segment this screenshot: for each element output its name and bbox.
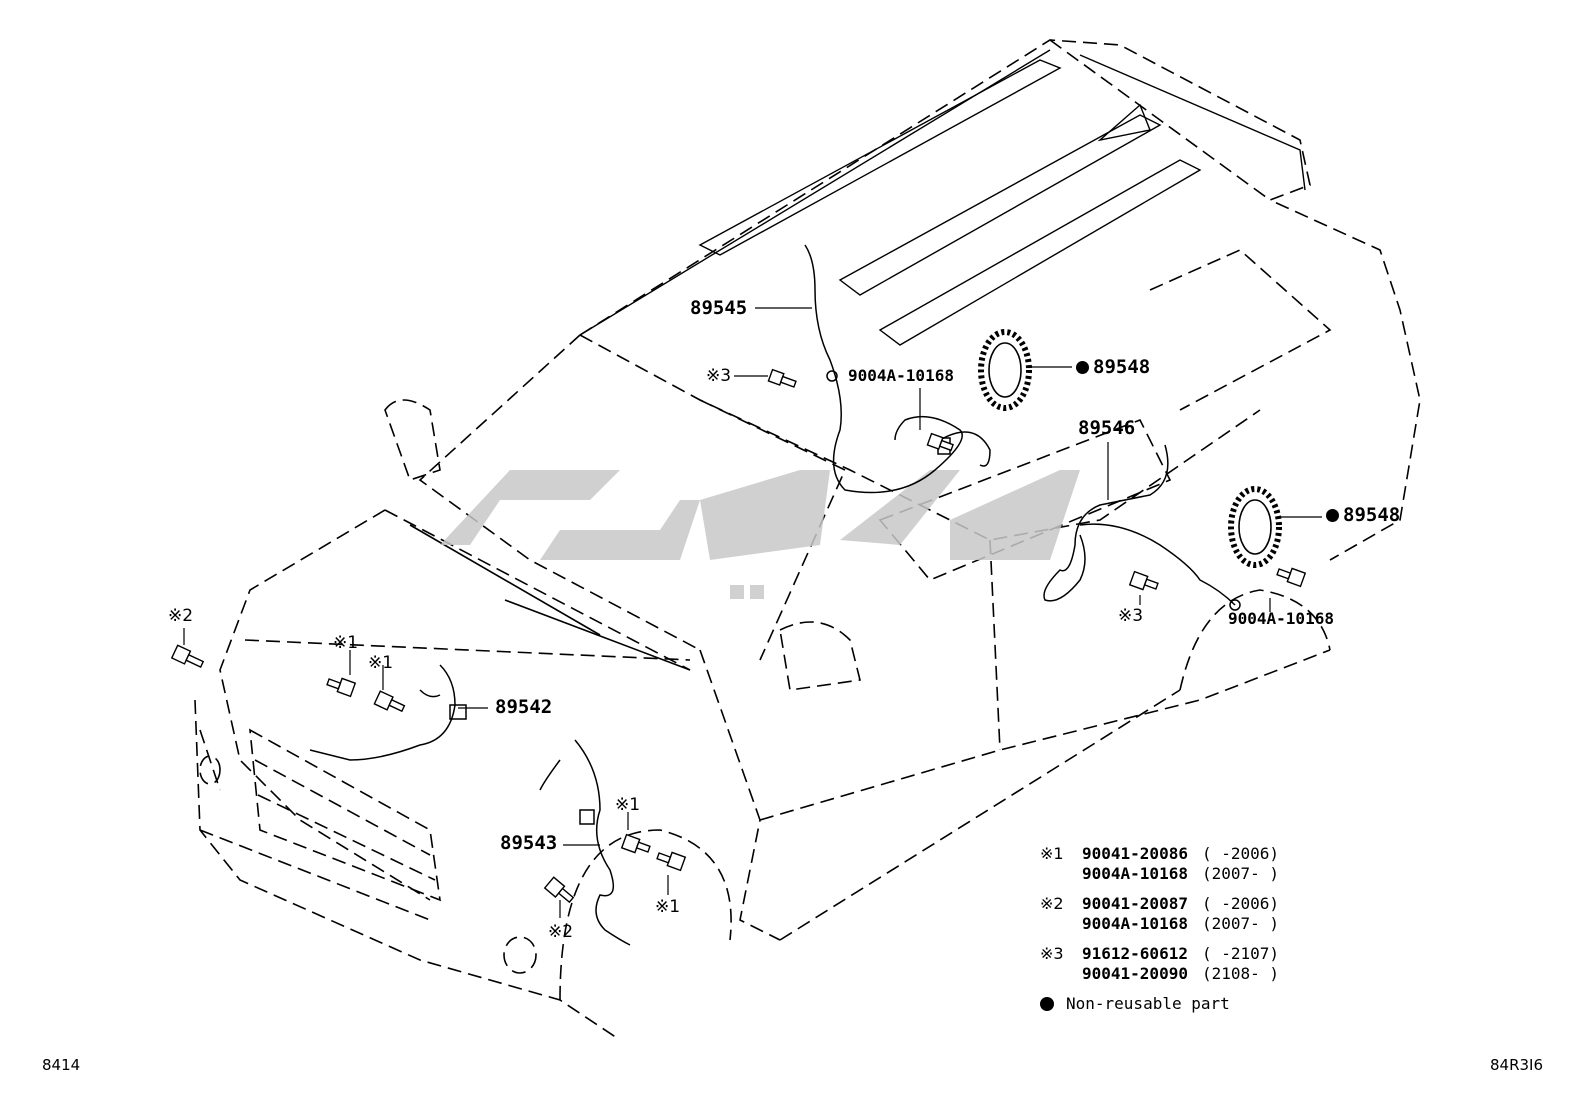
legend-key: ※1	[1040, 844, 1064, 863]
bolts	[170, 368, 1307, 904]
part-legend: ※1 90041-20086 ( -2006) 9004A-10168 (200…	[1040, 844, 1302, 1014]
illustration-code-left: 8414	[42, 1056, 81, 1074]
part-label-89548-top: 89548	[1076, 356, 1150, 378]
part-label-89546: 89546	[1078, 417, 1136, 439]
legend-part-number: 91612-60612	[1082, 944, 1188, 963]
legend-part-number: 90041-20086	[1082, 844, 1188, 863]
marker-1-d: ※1	[655, 897, 681, 917]
legend-note: Non-reusable part	[1040, 994, 1302, 1014]
sensor-rotor-top	[978, 329, 1032, 411]
part-label-89548-right-text: 89548	[1343, 504, 1401, 526]
marker-1-a: ※1	[333, 633, 359, 653]
legend-range: (2108- )	[1202, 964, 1280, 983]
legend-range: ( -2006)	[1202, 844, 1280, 863]
legend-row: ※3 91612-60612 ( -2107)	[1040, 944, 1302, 964]
legend-key: ※3	[1040, 944, 1064, 963]
part-label-89542: 89542	[495, 696, 553, 718]
marker-2-bottom: ※2	[548, 922, 574, 942]
legend-part-number: 9004A-10168	[1082, 914, 1188, 933]
legend-row: 90041-20090 (2108- )	[1040, 964, 1302, 984]
part-label-89543: 89543	[500, 832, 558, 854]
part-label-bolt-top: 9004A-10168	[848, 366, 954, 385]
marker-3-mid: ※3	[1118, 606, 1144, 626]
legend-part-number: 90041-20087	[1082, 894, 1188, 913]
legend-row: 9004A-10168 (2007- )	[1040, 864, 1302, 884]
marker-2-left: ※2	[168, 606, 194, 626]
illustration-code-right: 84R3I6	[1490, 1056, 1544, 1074]
legend-key: ※2	[1040, 894, 1064, 913]
vehicle-body-outline	[194, 39, 1421, 1041]
watermark-logo	[440, 470, 1080, 599]
legend-range: (2007- )	[1202, 914, 1280, 933]
marker-1-c: ※1	[615, 795, 641, 815]
legend-range: (2007- )	[1202, 864, 1280, 883]
part-label-bolt-right: 9004A-10168	[1228, 609, 1334, 628]
marker-1-b: ※1	[368, 653, 394, 673]
leader-lines	[183, 307, 1322, 918]
marker-3-top: ※3	[706, 366, 732, 386]
legend-row: ※1 90041-20086 ( -2006)	[1040, 844, 1302, 864]
legend-note-text: Non-reusable part	[1066, 994, 1230, 1013]
non-reusable-dot-icon	[1040, 997, 1054, 1011]
part-label-89545: 89545	[690, 297, 748, 319]
legend-part-number: 9004A-10168	[1082, 864, 1188, 883]
part-label-89548-right: 89548	[1326, 504, 1400, 526]
legend-row: ※2 90041-20087 ( -2006)	[1040, 894, 1302, 914]
legend-row: 9004A-10168 (2007- )	[1040, 914, 1302, 934]
legend-part-number: 90041-20090	[1082, 964, 1188, 983]
non-reusable-dot-icon	[1076, 361, 1089, 374]
non-reusable-dot-icon	[1326, 509, 1339, 522]
legend-range: ( -2107)	[1202, 944, 1280, 963]
legend-range: ( -2006)	[1202, 894, 1280, 913]
abs-sensor-wires	[309, 244, 1241, 946]
roof-rails	[579, 49, 1306, 346]
part-label-89548-top-text: 89548	[1093, 356, 1151, 378]
sensor-rotor-right	[1228, 486, 1282, 568]
